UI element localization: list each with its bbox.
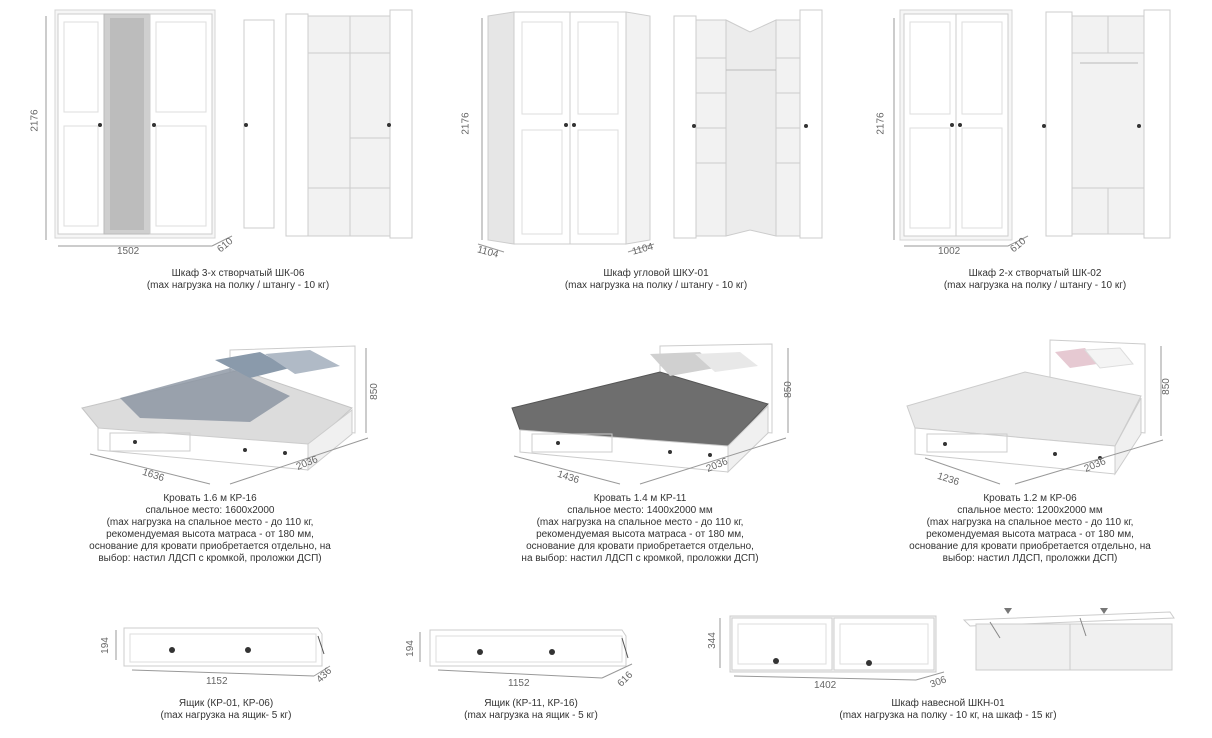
drawer1-caption: Ящик (КР-01, КР-06) (max нагрузка на ящи… [160, 698, 292, 721]
kr11-height-dim: 850 [782, 381, 794, 398]
kr11-caption: Кровать 1.4 м КР-11 спальное место: 1400… [521, 493, 759, 564]
wardrobe-shku01-closed-image [477, 11, 655, 253]
shk06-height-dim: 2176 [29, 109, 41, 132]
shk06-caption: Шкаф 3-х створчатый ШК-06 (max нагрузка … [146, 268, 330, 291]
shk02-caption: Шкаф 2-х створчатый ШК-02 (max нагрузка … [943, 268, 1127, 291]
wall-cabinet-shkn01-open-image [962, 608, 1175, 671]
shkn01-width-dim: 1402 [814, 680, 837, 691]
drawer-kr01-image [115, 627, 331, 677]
drawer2-height-dim: 194 [404, 640, 416, 657]
shkn01-height-dim: 344 [706, 632, 718, 649]
shkn01-caption: Шкаф навесной ШКН-01 (max нагрузка на по… [839, 698, 1057, 721]
wardrobe-shk06-closed-image [45, 9, 233, 247]
bed-kr11-image [511, 343, 789, 485]
kr16-caption: Кровать 1.6 м КР-16 спальное место: 1600… [89, 493, 331, 564]
shk02-width-dim: 1002 [938, 246, 961, 257]
wardrobe-shku01-open-image [673, 9, 823, 239]
shku01-height-dim: 2176 [460, 112, 472, 135]
kr06-height-dim: 850 [1160, 378, 1172, 395]
drawer2-caption: Ящик (КР-11, КР-16) (max нагрузка на ящи… [464, 698, 598, 721]
kr06-caption: Кровать 1.2 м КР-06 спальное место: 1200… [909, 493, 1151, 564]
wardrobe-shk02-open-image [1042, 9, 1171, 239]
drawer2-width-dim: 1152 [508, 678, 530, 689]
bed-kr16-image [81, 345, 369, 485]
drawer1-width-dim: 1152 [206, 676, 228, 687]
wall-cabinet-shkn01-closed-image [719, 615, 945, 681]
wardrobe-shk06-open-image [243, 9, 413, 239]
shku01-caption: Шкаф угловой ШКУ-01 (max нагрузка на пол… [564, 268, 748, 291]
drawer-kr11-image [419, 629, 633, 679]
wardrobe-shk02-closed-image [893, 9, 1029, 247]
drawer1-height-dim: 194 [99, 637, 111, 654]
kr16-height-dim: 850 [368, 383, 380, 400]
shk06-width-dim: 1502 [117, 246, 140, 257]
shk02-height-dim: 2176 [875, 112, 887, 135]
bed-kr06-image [906, 339, 1164, 485]
